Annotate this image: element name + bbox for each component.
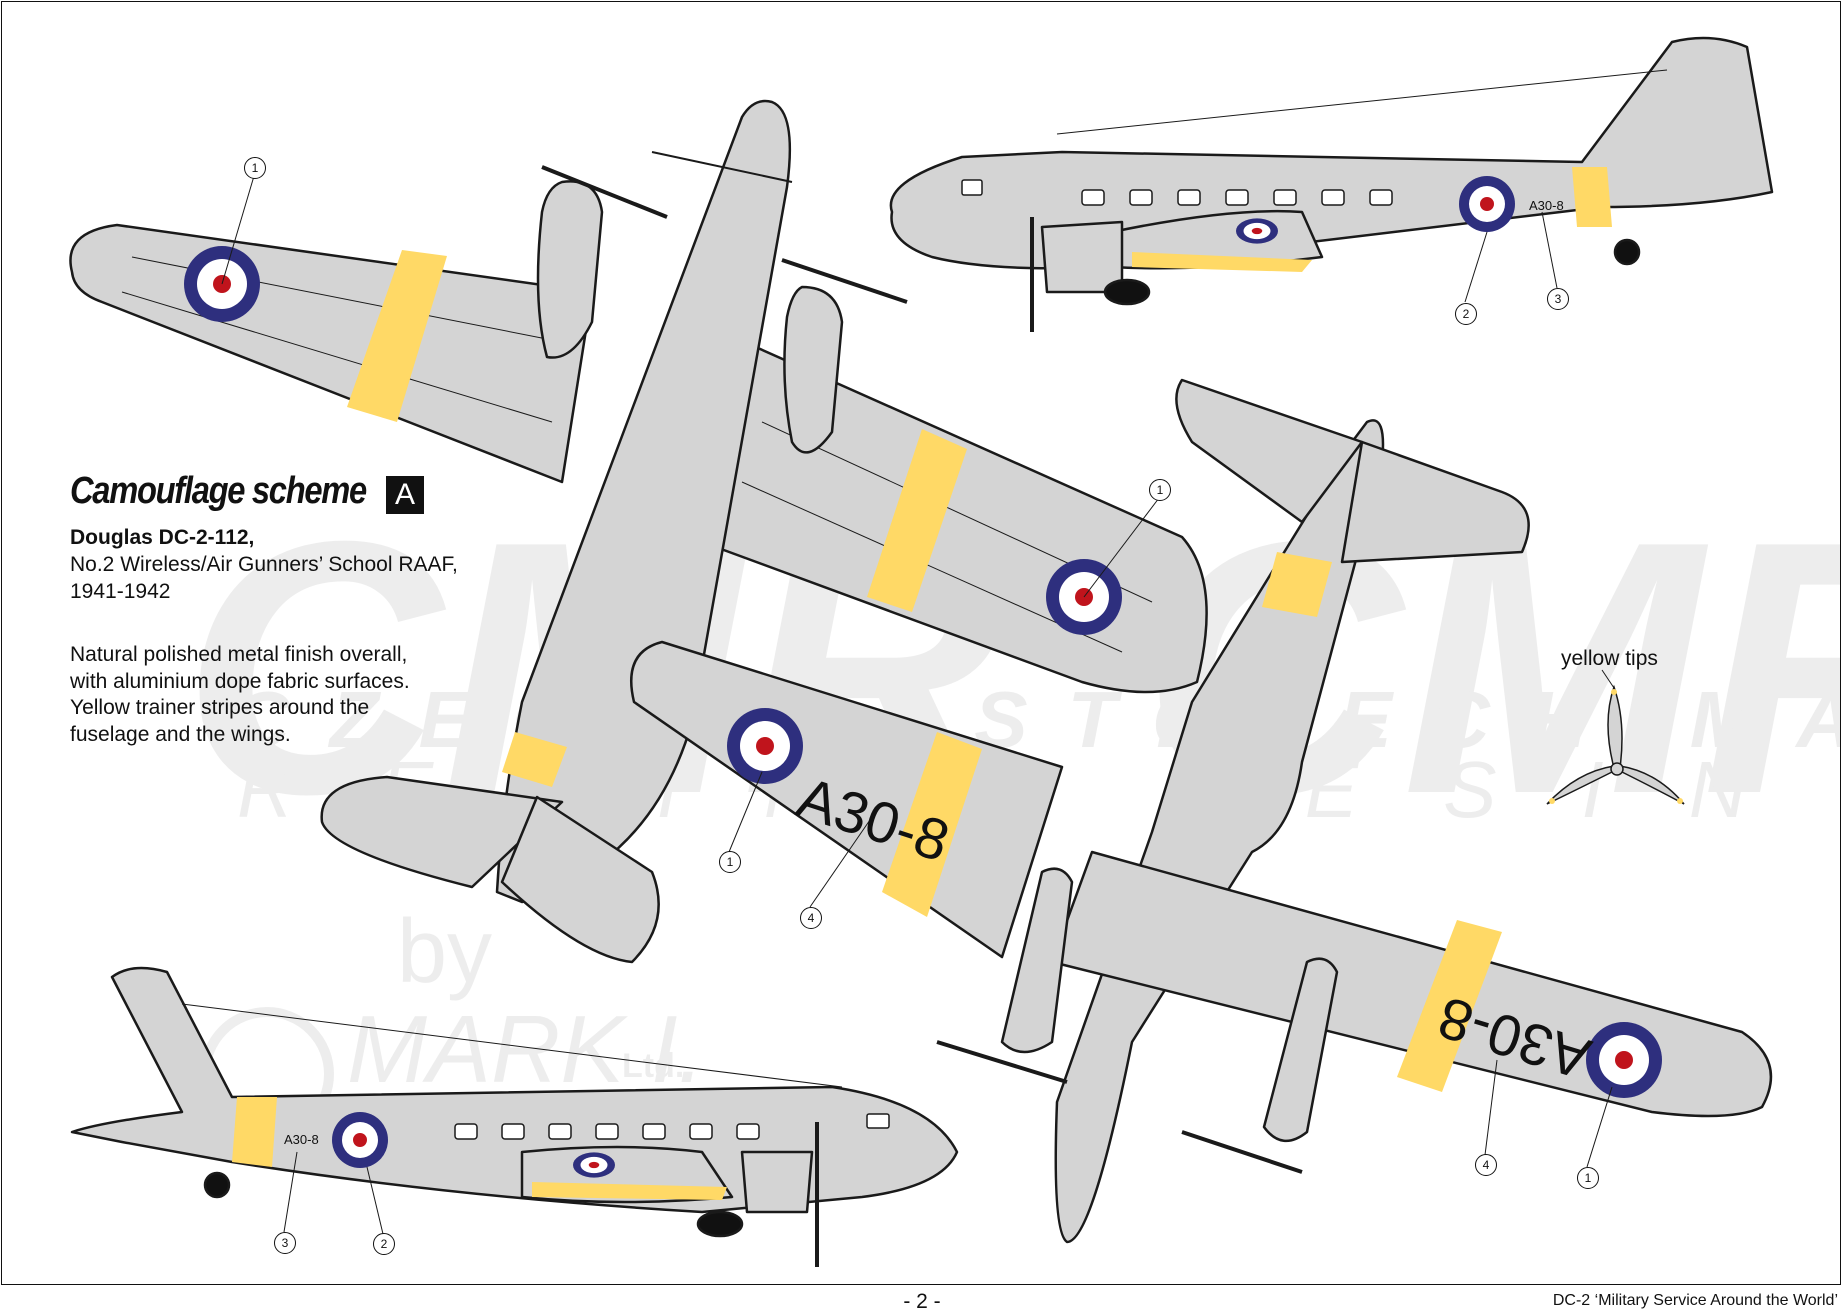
description-line: Yellow trainer stripes around the	[70, 696, 370, 719]
page-frame: CMR CMR CZECH MASTER CZECH MASTER RESIN …	[1, 1, 1841, 1285]
callout-side-top-serial: 3	[1547, 288, 1569, 310]
side-view-upper	[889, 36, 1774, 332]
callout-bottom-left-roundel: 1	[719, 851, 741, 873]
series-title: DC-2 ‘Military Service Around the World’	[1552, 1292, 1838, 1309]
callout-side-bottom-roundel: 2	[373, 1233, 395, 1255]
watermark-partner: MARK I.	[347, 996, 704, 1103]
callout-bottom-right-roundel: 1	[1577, 1167, 1599, 1189]
callout-top-right-wing-roundel: 1	[1149, 479, 1171, 501]
scheme-heading: Camouflage scheme	[70, 470, 367, 512]
aircraft-name: Douglas DC-2-112,	[70, 526, 255, 549]
description-line: fuselage and the wings.	[70, 722, 291, 746]
callout-bottom-right-serial: 4	[1475, 1154, 1497, 1176]
callout-bottom-left-serial: 4	[800, 907, 822, 929]
fuselage-serial-upper: A30-8	[1529, 198, 1564, 213]
callout-side-top-roundel: 2	[1455, 303, 1477, 325]
aircraft-years: 1941-1942	[70, 580, 171, 603]
fuselage-serial-lower: A30-8	[284, 1132, 319, 1147]
finish-description: Natural polished metal finish overall, w…	[70, 642, 490, 748]
callout-leaders	[221, 175, 1613, 1235]
propeller-detail	[1546, 669, 1685, 805]
scheme-letter-badge: A	[386, 476, 424, 514]
page-number: - 2 -	[903, 1290, 941, 1313]
aircraft-unit: No.2 Wireless/Air Gunners’ School RAAF,	[70, 553, 458, 576]
callout-side-bottom-serial: 3	[274, 1232, 296, 1254]
aircraft-artwork: CMR CMR CZECH MASTER CZECH MASTER RESIN …	[69, 36, 1840, 1267]
propeller-note: yellow tips	[1561, 647, 1658, 670]
watermark-by: by	[397, 902, 492, 1002]
side-view-lower	[70, 966, 959, 1267]
description-line: with aluminium dope fabric surfaces.	[70, 669, 410, 693]
description-line: Natural polished metal finish overall,	[70, 643, 408, 666]
callout-top-wing-roundel: 1	[244, 157, 266, 179]
